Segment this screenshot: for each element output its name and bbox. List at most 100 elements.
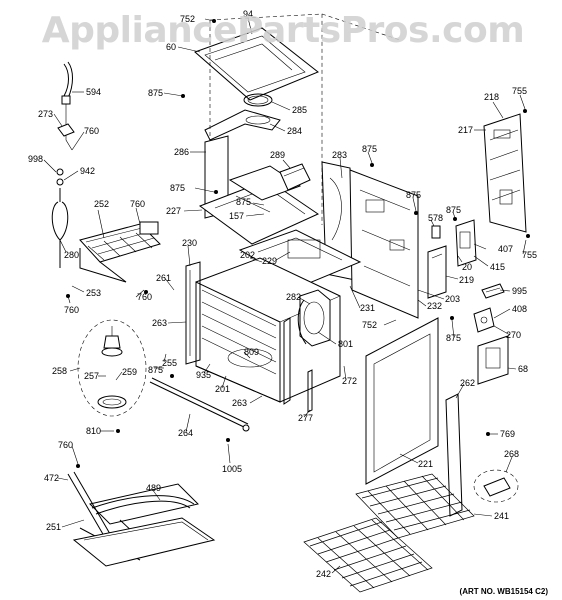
art-number: (ART NO. WB15154 C2) bbox=[459, 587, 548, 596]
label-227: 227 bbox=[166, 206, 181, 216]
label-251: 251 bbox=[46, 522, 61, 532]
label-760: 760 bbox=[84, 126, 99, 136]
control-board-407 bbox=[455, 219, 477, 267]
broil-element-part bbox=[79, 221, 161, 283]
label-752: 752 bbox=[362, 320, 377, 330]
label-157: 157 bbox=[229, 211, 244, 221]
label-1005: 1005 bbox=[222, 464, 242, 474]
label-752: 752 bbox=[180, 14, 195, 24]
label-217: 217 bbox=[458, 125, 473, 135]
convection-fan-258 bbox=[77, 319, 147, 417]
label-282: 282 bbox=[286, 292, 301, 302]
label-801: 801 bbox=[338, 339, 353, 349]
hinge-68 bbox=[477, 335, 509, 385]
label-755: 755 bbox=[522, 250, 537, 260]
label-221: 221 bbox=[418, 459, 433, 469]
label-242: 242 bbox=[316, 569, 331, 579]
label-203: 203 bbox=[445, 294, 460, 304]
label-261: 261 bbox=[156, 273, 171, 283]
label-20: 20 bbox=[462, 262, 472, 272]
trim-262 bbox=[445, 393, 463, 517]
label-232: 232 bbox=[427, 301, 442, 311]
label-284: 284 bbox=[287, 126, 302, 136]
oven-rack-242 bbox=[303, 517, 433, 593]
label-263: 263 bbox=[232, 398, 247, 408]
leader-lines bbox=[43, 17, 527, 574]
label-289: 289 bbox=[270, 150, 285, 160]
label-219: 219 bbox=[459, 275, 474, 285]
label-760: 760 bbox=[130, 199, 145, 209]
label-810: 810 bbox=[86, 426, 101, 436]
label-231: 231 bbox=[360, 303, 375, 313]
label-809: 809 bbox=[244, 347, 259, 357]
label-875: 875 bbox=[362, 144, 377, 154]
bracket-273-part bbox=[57, 123, 75, 137]
label-875: 875 bbox=[236, 197, 251, 207]
label-415: 415 bbox=[490, 262, 505, 272]
rear-wall-panel bbox=[349, 169, 419, 319]
handle-995 bbox=[481, 283, 505, 299]
label-489: 489 bbox=[146, 483, 161, 493]
bracket-578 bbox=[431, 225, 441, 239]
label-408: 408 bbox=[512, 304, 527, 314]
label-264: 264 bbox=[178, 428, 193, 438]
label-255: 255 bbox=[162, 358, 177, 368]
label-201: 201 bbox=[215, 384, 230, 394]
label-760: 760 bbox=[58, 440, 73, 450]
label-60: 60 bbox=[166, 42, 176, 52]
label-285: 285 bbox=[292, 105, 307, 115]
label-268: 268 bbox=[504, 449, 519, 459]
label-241: 241 bbox=[494, 511, 509, 521]
part-labels: 752 94 60 594 875 285 284 755 218 217 27… bbox=[28, 9, 537, 579]
label-875: 875 bbox=[406, 190, 421, 200]
label-262: 262 bbox=[460, 378, 475, 388]
label-407: 407 bbox=[498, 244, 513, 254]
label-875: 875 bbox=[148, 365, 163, 375]
label-594: 594 bbox=[86, 87, 101, 97]
label-258: 258 bbox=[52, 366, 67, 376]
label-272: 272 bbox=[342, 376, 357, 386]
label-286: 286 bbox=[174, 147, 189, 157]
label-229: 229 bbox=[262, 256, 277, 266]
oven-rack-241 bbox=[355, 473, 475, 539]
label-230: 230 bbox=[182, 238, 197, 248]
switch-408 bbox=[473, 307, 495, 333]
sensor-probe-part bbox=[61, 61, 73, 151]
label-578: 578 bbox=[428, 213, 443, 223]
element-cover-part bbox=[72, 517, 216, 567]
label-472: 472 bbox=[44, 473, 59, 483]
label-68: 68 bbox=[518, 364, 528, 374]
rail-264 bbox=[149, 377, 250, 432]
label-257: 257 bbox=[84, 371, 99, 381]
label-760: 760 bbox=[64, 305, 79, 315]
rod-277 bbox=[307, 369, 313, 413]
front-frame-263 bbox=[185, 261, 201, 365]
label-875: 875 bbox=[446, 333, 461, 343]
flue-bracket-part bbox=[204, 109, 281, 141]
label-875: 875 bbox=[446, 205, 461, 215]
label-273: 273 bbox=[38, 109, 53, 119]
label-942: 942 bbox=[80, 166, 95, 176]
label-755: 755 bbox=[512, 86, 527, 96]
label-283: 283 bbox=[332, 150, 347, 160]
label-252: 252 bbox=[94, 199, 109, 209]
label-253: 253 bbox=[86, 288, 101, 298]
vent-duct-part bbox=[194, 27, 319, 101]
cabinet-outline bbox=[209, 13, 401, 225]
side-panel-221 bbox=[365, 317, 439, 485]
label-875: 875 bbox=[148, 88, 163, 98]
label-280: 280 bbox=[64, 250, 79, 260]
label-218: 218 bbox=[484, 92, 499, 102]
label-875: 875 bbox=[170, 183, 185, 193]
label-259: 259 bbox=[122, 367, 137, 377]
label-760: 760 bbox=[137, 292, 152, 302]
bracket-289 bbox=[279, 163, 311, 191]
light-assembly-282 bbox=[297, 289, 331, 347]
label-998: 998 bbox=[28, 154, 43, 164]
label-270: 270 bbox=[506, 330, 521, 340]
label-277: 277 bbox=[298, 413, 313, 423]
label-769: 769 bbox=[500, 429, 515, 439]
gasket-ring-part bbox=[243, 93, 273, 107]
label-995: 995 bbox=[512, 286, 527, 296]
